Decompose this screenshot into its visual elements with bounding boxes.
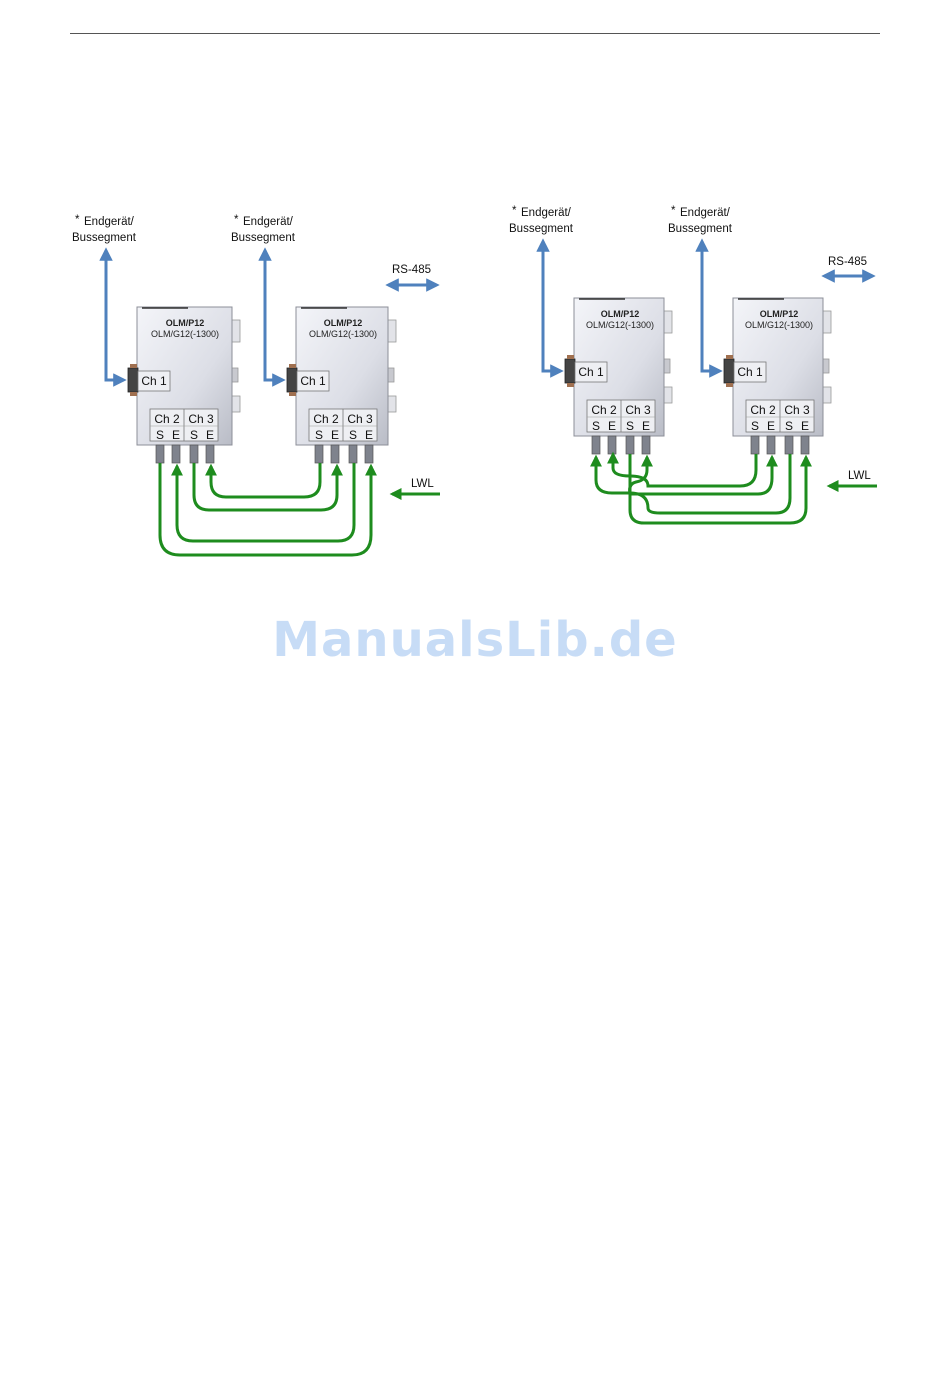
- endpoint-star: *: [671, 205, 676, 217]
- endpoint-star: *: [75, 214, 80, 226]
- svg-text:S: S: [785, 419, 793, 433]
- svg-text:S: S: [156, 428, 164, 442]
- db9-connector: [564, 358, 576, 384]
- fiber-links: [158, 463, 377, 557]
- fiber-link: [192, 463, 343, 512]
- watermark: ManualsLib.de: [272, 612, 678, 668]
- model-line2: OLM/G12(-1300): [151, 329, 219, 339]
- endpoint-line1: Endgerät/: [84, 216, 135, 228]
- fiber-links: [590, 451, 812, 525]
- svg-text:S: S: [349, 428, 357, 442]
- fiber-link: [628, 454, 778, 496]
- fiber-link: [205, 463, 322, 499]
- endpoint-line2: Bussegment: [231, 232, 296, 244]
- ch3-label: Ch 3: [347, 412, 373, 426]
- olm-device: OLM/P12 OLM/G12(-1300) Ch 1 Ch 2 Ch 3 S …: [723, 297, 832, 455]
- fiber-link: [590, 454, 792, 515]
- svg-text:E: E: [172, 428, 180, 442]
- bus-arrow: [258, 247, 286, 387]
- db9-connector: [723, 358, 735, 384]
- ch1-box: [137, 370, 171, 392]
- ch1-box: [574, 361, 608, 383]
- db9-connector: [127, 367, 139, 393]
- ch1-label: Ch 1: [737, 365, 763, 379]
- endpoint-label-left-a: * Endgerät/ Bussegment: [72, 214, 137, 244]
- model-line2: OLM/G12(-1300): [309, 329, 377, 339]
- endpoint-line1: Endgerät/: [680, 207, 731, 219]
- svg-text:S: S: [315, 428, 323, 442]
- svg-text:E: E: [767, 419, 775, 433]
- fiber-link: [628, 454, 812, 525]
- header-rule: [70, 33, 880, 34]
- endpoint-star: *: [234, 214, 239, 226]
- model-line2: OLM/G12(-1300): [586, 320, 654, 330]
- fiber-link: [158, 463, 377, 557]
- db9-connector: [286, 367, 298, 393]
- olm-device: OLM/P12 OLM/G12(-1300) Ch 1 Ch 2 Ch 3 S …: [286, 306, 397, 464]
- olm-device: OLM/P12 OLM/G12(-1300) Ch 1 Ch 2 Ch 3 S …: [127, 306, 241, 464]
- model-line1: OLM/P12: [601, 309, 640, 319]
- bus-arrow: [695, 238, 723, 378]
- model-line1: OLM/P12: [324, 318, 363, 328]
- bus-arrow: [99, 247, 127, 387]
- ch1-label: Ch 1: [578, 365, 604, 379]
- svg-text:E: E: [331, 428, 339, 442]
- olm-device: OLM/P12 OLM/G12(-1300) Ch 1 Ch 2 Ch 3 S …: [564, 297, 673, 455]
- endpoint-line1: Endgerät/: [521, 207, 572, 219]
- svg-text:E: E: [801, 419, 809, 433]
- rs485-label: RS-485: [828, 256, 867, 268]
- ch1-box: [296, 370, 330, 392]
- left-diagram: * Endgerät/ Bussegment * Endgerät/ Busse…: [72, 214, 440, 557]
- model-line2: OLM/G12(-1300): [745, 320, 813, 330]
- lwl-label: LWL: [411, 478, 434, 490]
- ch2-label: Ch 2: [313, 412, 339, 426]
- model-line1: OLM/P12: [760, 309, 799, 319]
- endpoint-label-left-b: * Endgerät/ Bussegment: [231, 214, 296, 244]
- model-line1: OLM/P12: [166, 318, 205, 328]
- svg-text:E: E: [365, 428, 373, 442]
- ch3-label: Ch 3: [784, 403, 810, 417]
- ch1-label: Ch 1: [300, 374, 326, 388]
- right-diagram: * Endgerät/ Bussegment * Endgerät/ Busse…: [509, 205, 877, 525]
- ch3-label: Ch 3: [625, 403, 651, 417]
- svg-text:E: E: [608, 419, 616, 433]
- ch3-label: Ch 3: [188, 412, 214, 426]
- lwl-label: LWL: [848, 470, 871, 482]
- svg-text:E: E: [206, 428, 214, 442]
- endpoint-star: *: [512, 205, 517, 217]
- ch2-label: Ch 2: [154, 412, 180, 426]
- ch2-label: Ch 2: [591, 403, 617, 417]
- endpoint-line1: Endgerät/: [243, 216, 294, 228]
- endpoint-line2: Bussegment: [509, 223, 574, 235]
- svg-text:S: S: [751, 419, 759, 433]
- svg-text:S: S: [592, 419, 600, 433]
- rs485-label: RS-485: [392, 264, 431, 276]
- svg-text:S: S: [626, 419, 634, 433]
- ch1-label: Ch 1: [141, 374, 167, 388]
- svg-text:E: E: [642, 419, 650, 433]
- svg-text:S: S: [190, 428, 198, 442]
- endpoint-line2: Bussegment: [668, 223, 733, 235]
- ch1-box: [733, 361, 767, 383]
- bus-arrow: [536, 238, 564, 378]
- fiber-link: [171, 463, 356, 543]
- endpoint-label-right-a: * Endgerät/ Bussegment: [509, 205, 574, 235]
- ch2-label: Ch 2: [750, 403, 776, 417]
- network-diagram: * Endgerät/ Bussegment * Endgerät/ Busse…: [72, 205, 877, 557]
- endpoint-label-right-b: * Endgerät/ Bussegment: [668, 205, 733, 235]
- endpoint-line2: Bussegment: [72, 232, 137, 244]
